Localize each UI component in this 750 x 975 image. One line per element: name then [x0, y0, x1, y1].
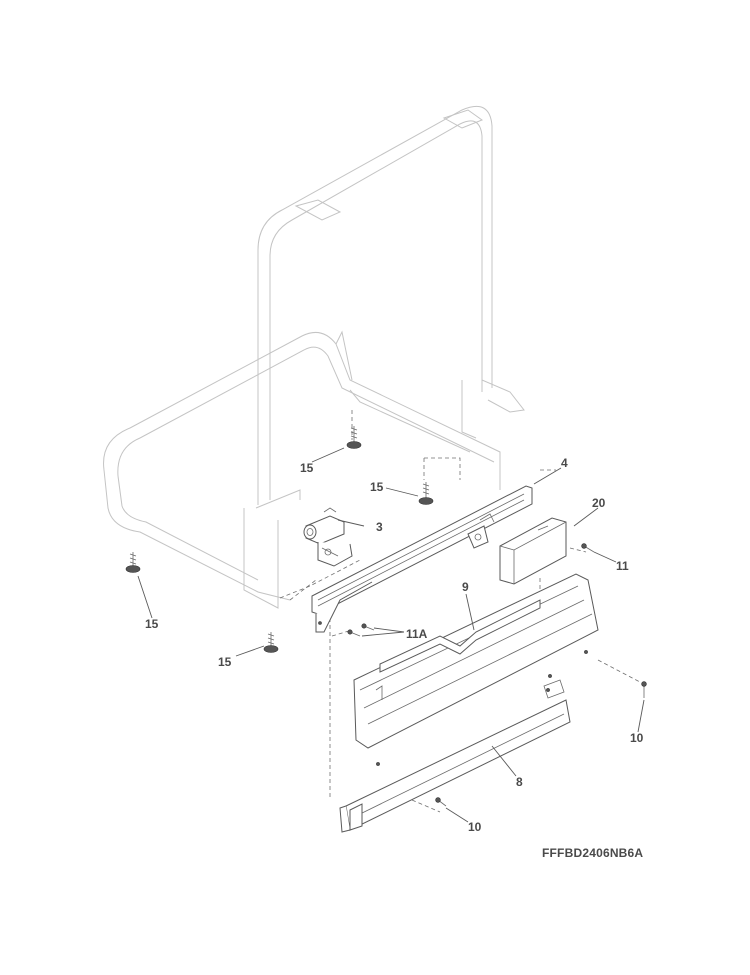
leveling-leg-15-front [263, 632, 279, 653]
screw-10-bottom [435, 797, 447, 807]
toe-kick-part-9 [353, 573, 599, 749]
label-4: 4 [561, 456, 568, 470]
cover-box-part-20 [499, 517, 567, 585]
screw-11a-a [347, 629, 361, 637]
mounting-bracket-part-4 [311, 485, 533, 633]
label-15-center: 15 [370, 480, 384, 494]
leader-lines [137, 447, 645, 823]
leveling-leg-15-left [125, 552, 141, 573]
part-labels: 15 15 3 4 20 11 15 15 9 11A 10 8 10 [145, 456, 644, 834]
label-11: 11 [616, 559, 629, 573]
label-20: 20 [592, 496, 606, 510]
label-10-bottom: 10 [468, 820, 482, 834]
label-8: 8 [516, 775, 523, 789]
label-15-front: 15 [218, 655, 232, 669]
label-15-left: 15 [145, 617, 159, 631]
label-9: 9 [462, 580, 469, 594]
leveling-leg-15-upper [346, 426, 362, 449]
label-11a: 11A [406, 627, 428, 641]
label-3: 3 [376, 520, 383, 534]
leveling-leg-15-center [418, 482, 434, 505]
screw-11a-b [361, 623, 375, 631]
screw-10-right [641, 681, 647, 698]
model-code: FFFBD2406NB6A [542, 846, 643, 860]
label-10-right: 10 [630, 731, 644, 745]
tub-frame [103, 106, 525, 609]
inlet-valve-part-3 [303, 507, 353, 567]
label-15-upper: 15 [300, 461, 314, 475]
screw-11 [581, 543, 595, 553]
access-panel-part-8 [339, 674, 571, 833]
